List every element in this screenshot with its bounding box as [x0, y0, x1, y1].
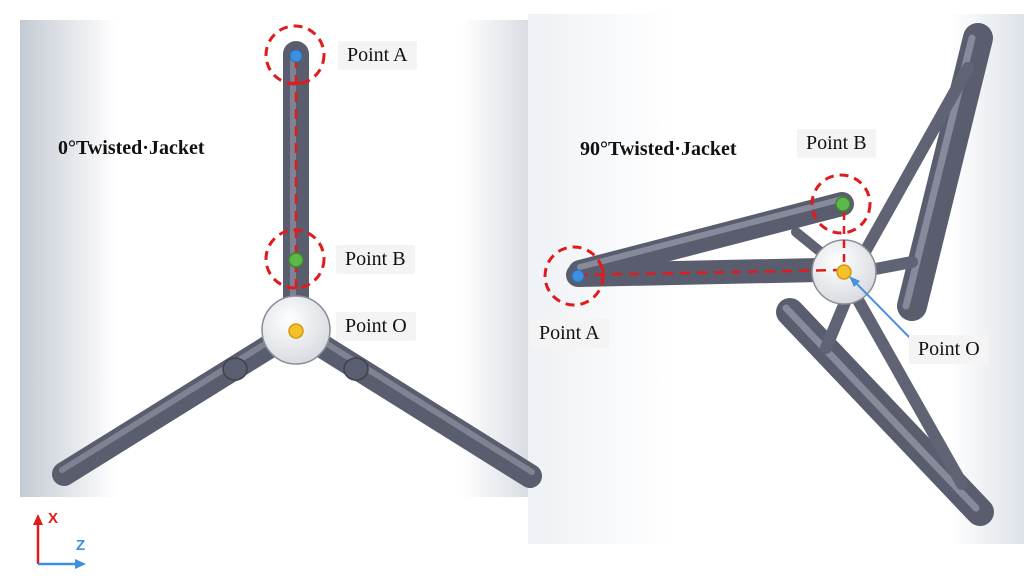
arrow-pointer-icon: [849, 276, 913, 341]
right-brace-upper: [860, 62, 974, 256]
right-point-b-highlight-circle: [810, 173, 872, 235]
left-point-o-label: Point O: [336, 312, 416, 341]
right-point-b-marker: [835, 196, 851, 212]
right-point-o-marker: [836, 264, 852, 280]
right-brace-side: [864, 256, 918, 276]
axis-z-label: Z: [76, 537, 86, 554]
left-point-a-label: Point A: [338, 41, 417, 70]
left-point-o-marker: [288, 323, 304, 339]
right-point-a-highlight-circle: [543, 245, 605, 307]
right-point-a-marker: [571, 269, 585, 283]
left-point-b-label: Point B: [336, 245, 415, 274]
axis-x-label: X: [48, 510, 59, 527]
left-leg-joint: [222, 357, 248, 381]
right-arm-point-b: [568, 192, 854, 284]
left-point-b-marker: [288, 252, 304, 268]
panel-title-0-degree: 0°Twisted·Jacket: [58, 137, 205, 159]
right-point-b-label: Point B: [797, 129, 876, 158]
right-brace-down-1: [820, 294, 852, 354]
right-point-o-label: Point O: [909, 335, 989, 364]
xz-axis-triad-icon: [33, 514, 86, 569]
right-tall-leg: [897, 23, 993, 321]
right-leg-joint: [343, 357, 369, 381]
left-dashed-guides: [264, 24, 326, 296]
right-dashed-guides: [543, 173, 872, 307]
left-point-a-highlight-circle: [264, 24, 326, 86]
left-point-b-highlight-circle: [264, 228, 326, 290]
right-brace-down-2: [852, 294, 968, 490]
panel-title-90-degree: 90°Twisted·Jacket: [580, 138, 737, 160]
left-point-a-marker: [289, 49, 303, 63]
right-point-a-label: Point A: [530, 319, 609, 348]
